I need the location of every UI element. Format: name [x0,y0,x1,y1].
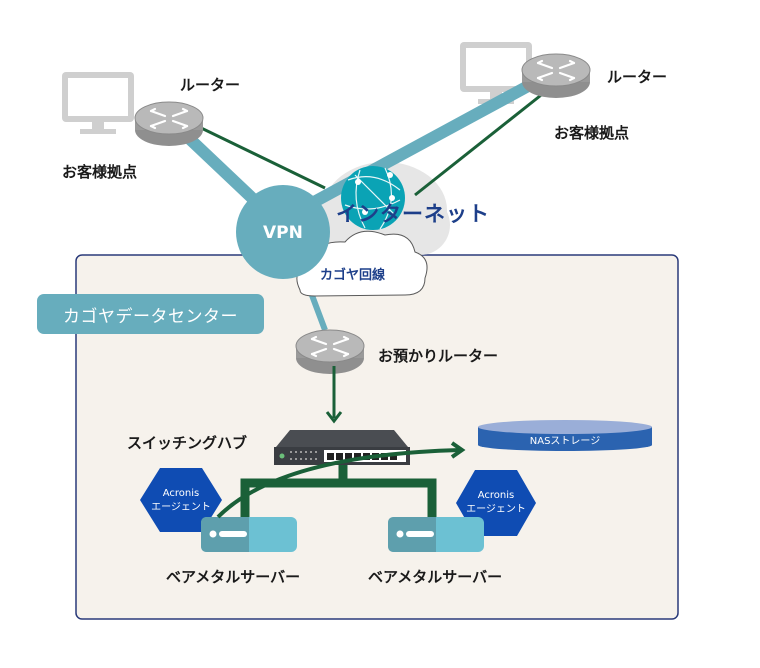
right-arrow-icon [450,441,466,459]
acronis-agent-right-line2: エージェント [466,503,526,515]
bare-metal-server-left-label: ベアメタルサーバー [166,568,301,586]
internet-label: インターネット [336,202,490,226]
bare-metal-server-right-icon [388,517,484,552]
acronis-agent-left-label: Acronis エージェント [141,487,221,514]
customer-pc-left-icon [62,72,134,134]
green-link-right [414,90,546,197]
router-right-label: ルーター [607,68,668,86]
router-right-icon [520,52,592,100]
nas-storage-icon [478,420,652,451]
acronis-agent-left-line1: Acronis [162,488,200,499]
bare-metal-server-left-icon [201,517,297,552]
acronis-agent-left-line2: エージェント [151,501,211,513]
vpn-node [236,185,330,279]
backup-flow-arrow [216,448,461,519]
customer-site-left-label: お客様拠点 [62,163,138,181]
acronis-agent-right-line1: Acronis [477,490,515,501]
datacenter-router-label: お預かりルーター [378,347,499,365]
switching-hub-label: スイッチングハブ [127,434,248,452]
router-left-icon [133,100,205,148]
customer-site-right-label: お客様拠点 [554,124,630,142]
green-link-left [194,123,326,190]
bare-metal-server-right-label: ベアメタルサーバー [368,568,503,586]
vpn-link-right [287,79,533,221]
vpn-label: VPN [263,223,303,243]
datacenter-label: カゴヤデータセンター [37,294,264,334]
acronis-agent-left-icon [140,468,222,532]
nas-storage-label: NASストレージ [529,436,601,447]
globe-icon [341,166,405,230]
down-arrow-icon [325,411,343,424]
acronis-agent-right-label: Acronis エージェント [456,489,536,516]
kagoya-line-label: カゴヤ回線 [320,268,386,283]
switch-server-links [240,465,437,522]
datacenter-router-icon [294,328,366,376]
router-left-label: ルーター [180,76,241,94]
